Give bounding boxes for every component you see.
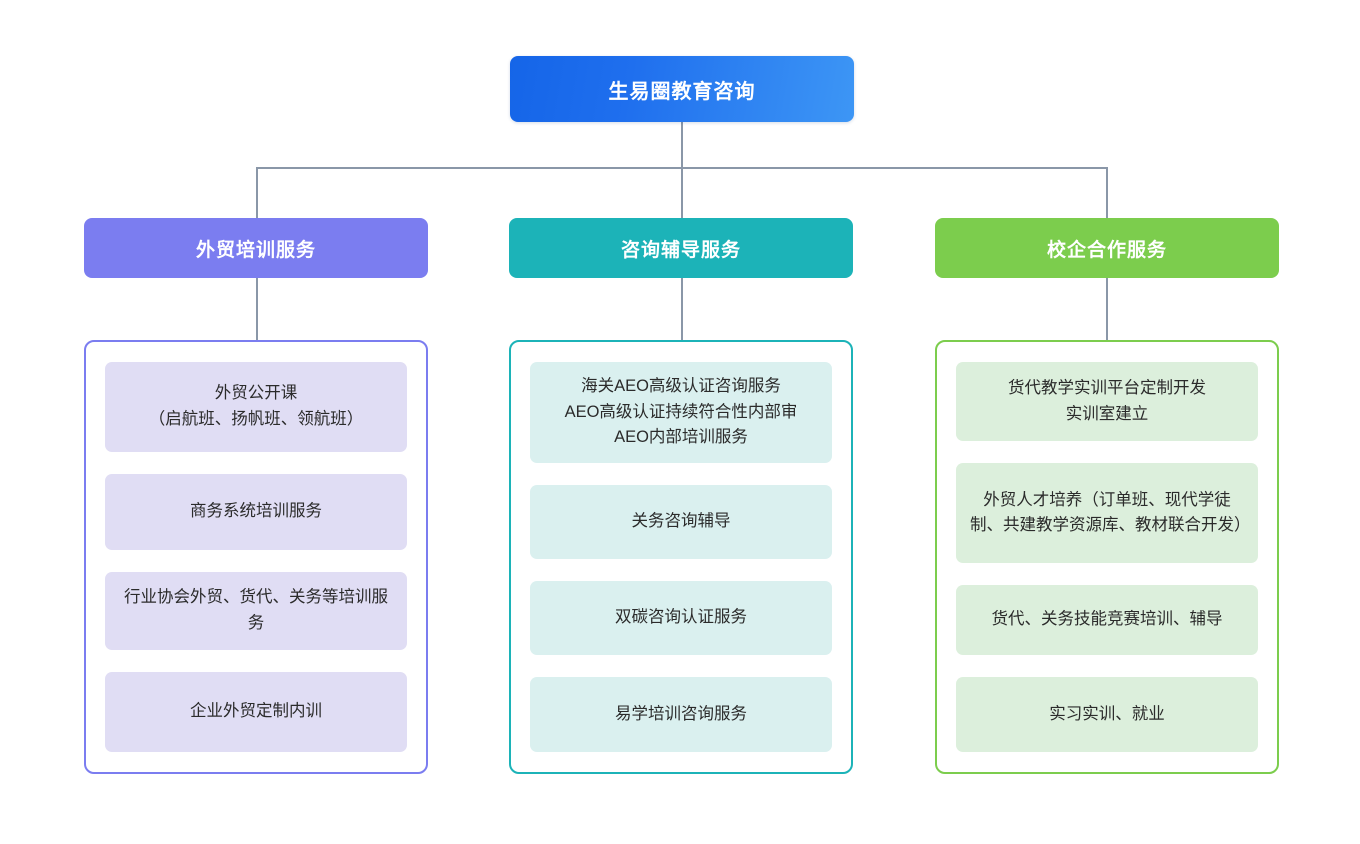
connector-root-stem (681, 122, 683, 168)
leaf-card[interactable]: 双碳咨询认证服务 (530, 581, 832, 656)
connector-header-to-box-1 (681, 278, 683, 340)
branch-header-label: 咨询辅导服务 (620, 239, 741, 261)
root-node[interactable]: 生易圈教育咨询 (510, 56, 854, 122)
root-node-label: 生易圈教育咨询 (608, 80, 756, 103)
connector-horizontal-bus (256, 167, 1107, 169)
connector-drop-branch-1 (681, 167, 683, 218)
connector-header-to-box-0 (256, 278, 258, 340)
leaf-card[interactable]: 外贸人才培养（订单班、现代学徒制、共建教学资源库、教材联合开发） (956, 463, 1258, 564)
leaf-card-label: 易学培训咨询服务 (615, 704, 747, 723)
leaf-card[interactable]: 商务系统培训服务 (105, 474, 407, 550)
leaf-card-label: 双碳咨询认证服务 (615, 608, 747, 627)
leaf-card[interactable]: 外贸公开课 （启航班、扬帆班、领航班） (105, 362, 407, 452)
leaf-card[interactable]: 海关AEO高级认证咨询服务 AEO高级认证持续符合性内部审 AEO内部培训服务 (530, 362, 832, 464)
leaf-card-label: 海关AEO高级认证咨询服务 AEO高级认证持续符合性内部审 AEO内部培训服务 (564, 377, 798, 447)
connector-header-to-box-2 (1106, 278, 1108, 340)
leaf-card-label: 商务系统培训服务 (190, 502, 322, 521)
leaf-card-label: 关务咨询辅导 (631, 512, 731, 531)
branch-header-waimao-peixun[interactable]: 外贸培训服务 (84, 218, 428, 278)
leaf-card-label: 实习实训、就业 (1049, 704, 1165, 723)
branch-header-label: 校企合作服务 (1046, 239, 1167, 261)
leaf-card[interactable]: 企业外贸定制内训 (105, 672, 407, 752)
leaf-card-label: 企业外贸定制内训 (190, 702, 322, 721)
leaf-card[interactable]: 关务咨询辅导 (530, 485, 832, 560)
branch-container-waimao-peixun: 外贸公开课 （启航班、扬帆班、领航班） 商务系统培训服务 行业协会外贸、货代、关… (84, 340, 428, 774)
leaf-card-label: 外贸人才培养（订单班、现代学徒制、共建教学资源库、教材联合开发） (970, 490, 1251, 535)
leaf-card-label: 货代教学实训平台定制开发 实训室建立 (1008, 378, 1206, 423)
leaf-card[interactable]: 货代、关务技能竞赛培训、辅导 (956, 585, 1258, 655)
leaf-card-label: 货代、关务技能竞赛培训、辅导 (991, 610, 1223, 629)
leaf-card-label: 行业协会外贸、货代、关务等培训服务 (124, 588, 388, 632)
leaf-card[interactable]: 货代教学实训平台定制开发 实训室建立 (956, 362, 1258, 442)
leaf-card[interactable]: 易学培训咨询服务 (530, 677, 832, 752)
branch-header-xiaoqi-hezuo[interactable]: 校企合作服务 (935, 218, 1279, 278)
connector-drop-branch-0 (256, 167, 258, 218)
branch-container-xiaoqi-hezuo: 货代教学实训平台定制开发 实训室建立 外贸人才培养（订单班、现代学徒制、共建教学… (935, 340, 1279, 774)
branch-header-label: 外贸培训服务 (195, 239, 316, 261)
leaf-card[interactable]: 实习实训、就业 (956, 676, 1258, 752)
connector-drop-branch-2 (1106, 167, 1108, 218)
leaf-card-label: 外贸公开课 （启航班、扬帆班、领航班） (148, 384, 364, 428)
branch-container-zixun-fudao: 海关AEO高级认证咨询服务 AEO高级认证持续符合性内部审 AEO内部培训服务 … (509, 340, 853, 774)
leaf-card[interactable]: 行业协会外贸、货代、关务等培训服务 (105, 572, 407, 650)
branch-header-zixun-fudao[interactable]: 咨询辅导服务 (509, 218, 853, 278)
